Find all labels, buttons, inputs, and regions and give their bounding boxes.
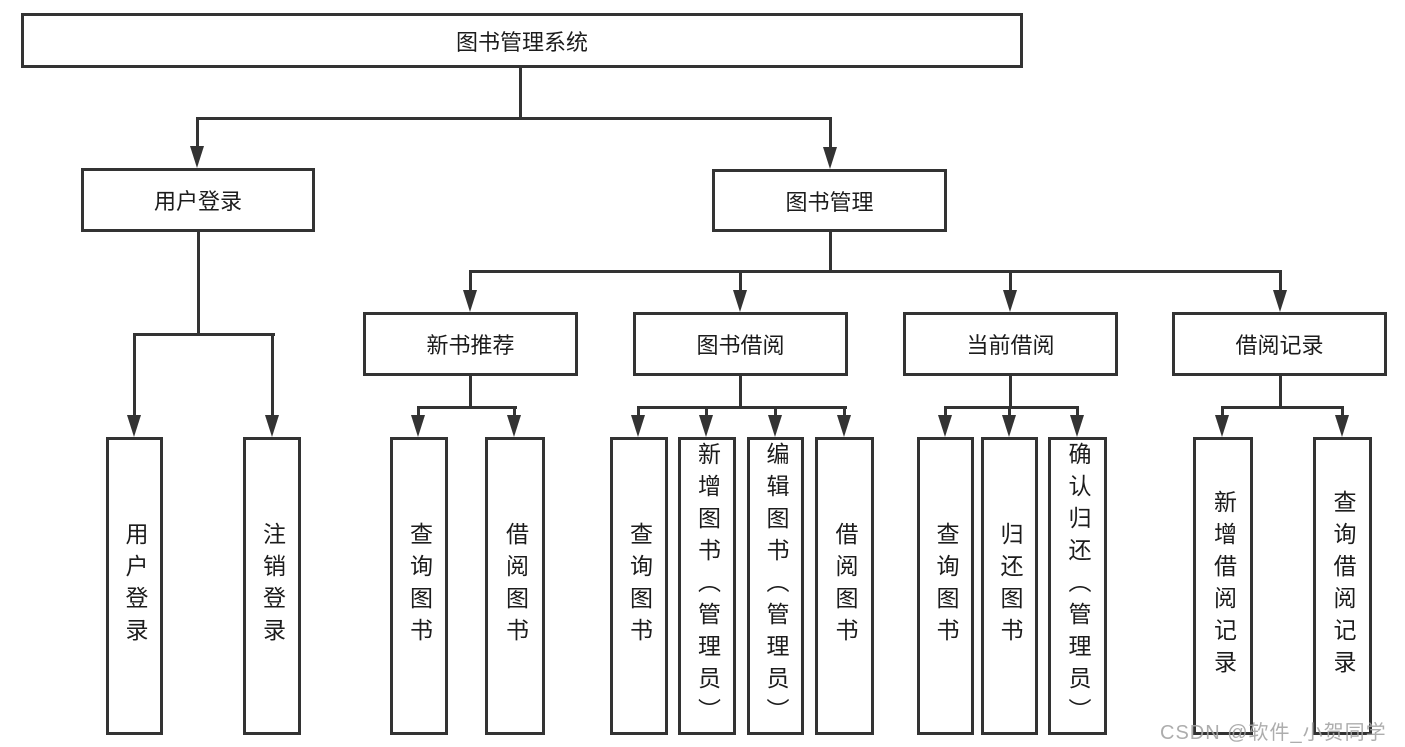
edge-borrowing-stem	[739, 374, 742, 409]
leaf-label: 编辑图书（管理员）	[763, 442, 789, 730]
arrow-down-icon	[1003, 290, 1017, 312]
edge-user-login-bus	[133, 333, 275, 336]
edge-drop-current-borrow	[1009, 270, 1012, 292]
leaf-current-query-books: 查询图书	[917, 437, 974, 735]
leaf-confirm-return-admin: 确认归还（管理员）	[1048, 437, 1107, 735]
leaf-label: 查询图书	[406, 522, 433, 650]
leaf-user-login: 用户登录	[106, 437, 163, 735]
edge-drop-borrow-records	[1279, 270, 1282, 292]
edge-drop	[774, 406, 777, 418]
edge-drop	[513, 406, 516, 418]
edge-root-bus	[196, 117, 832, 120]
node-current-borrowing: 当前借阅	[903, 312, 1118, 376]
leaf-label: 查询图书	[626, 522, 653, 650]
csdn-watermark: CSDN @软件_小贺同学	[1160, 722, 1387, 744]
arrow-down-icon	[733, 290, 747, 312]
leaf-label: 查询图书	[933, 522, 959, 650]
leaf-label: 借阅图书	[502, 522, 529, 650]
arrow-down-icon	[507, 415, 521, 437]
edge-drop-user-login	[196, 117, 199, 148]
arrow-down-icon	[265, 415, 279, 437]
edge-records-stem	[1279, 374, 1282, 409]
leaf-label: 借阅图书	[832, 522, 858, 650]
node-user-login: 用户登录	[81, 168, 315, 232]
arrow-down-icon	[1002, 415, 1016, 437]
edge-drop	[1008, 406, 1011, 418]
node-root-label: 图书管理系统	[455, 29, 588, 55]
leaf-label: 查询借阅记录	[1330, 490, 1356, 682]
node-book-management: 图书管理	[712, 169, 947, 232]
edge-drop	[705, 406, 708, 418]
edge-drop	[1341, 406, 1344, 418]
leaf-logout-label: 注销登录	[259, 522, 286, 650]
edge-drop	[417, 406, 420, 418]
arrow-down-icon	[1070, 415, 1084, 437]
edge-book-mgmt-bus	[469, 270, 1282, 273]
leaf-label: 归还图书	[997, 522, 1023, 650]
node-book-borrowing-label: 图书借阅	[696, 333, 785, 358]
node-book-borrowing: 图书借阅	[633, 312, 848, 376]
node-borrow-records-label: 借阅记录	[1235, 333, 1324, 358]
leaf-user-login-label: 用户登录	[122, 522, 148, 650]
leaf-recommend-borrow-books: 借阅图书	[485, 437, 545, 735]
arrow-down-icon	[631, 415, 645, 437]
leaf-label: 新增借阅记录	[1210, 490, 1237, 682]
edge-drop	[944, 406, 947, 418]
leaf-edit-books-admin: 编辑图书（管理员）	[747, 437, 804, 735]
arrow-down-icon	[127, 415, 141, 437]
edge-user-login-stem	[197, 230, 200, 336]
leaf-recommend-query-books: 查询图书	[390, 437, 448, 735]
edge-drop	[843, 406, 846, 418]
leaf-add-borrow-record: 新增借阅记录	[1193, 437, 1253, 735]
edge-drop-book-borrow	[739, 270, 742, 292]
node-borrow-records: 借阅记录	[1172, 312, 1387, 376]
arrow-down-icon	[699, 415, 713, 437]
node-current-borrowing-label: 当前借阅	[966, 333, 1055, 358]
arrow-down-icon	[190, 146, 204, 168]
leaf-query-borrow-record: 查询借阅记录	[1313, 437, 1372, 735]
edge-drop-new-books	[469, 270, 472, 292]
edge-drop-login	[133, 333, 136, 417]
node-new-book-recommend-label: 新书推荐	[426, 333, 515, 358]
node-new-book-recommend: 新书推荐	[363, 312, 578, 376]
leaf-label: 新增图书（管理员）	[694, 442, 721, 730]
arrow-down-icon	[768, 415, 782, 437]
edge-current-bus	[944, 406, 1079, 409]
node-user-login-label: 用户登录	[153, 189, 242, 214]
edge-records-bus	[1221, 406, 1344, 409]
node-root: 图书管理系统	[21, 13, 1023, 68]
edge-drop	[637, 406, 640, 418]
arrow-down-icon	[837, 415, 851, 437]
edge-recommend-bus	[417, 406, 517, 409]
edge-book-mgmt-stem	[829, 230, 832, 273]
leaf-borrowing-query-books: 查询图书	[610, 437, 668, 735]
edge-root-stem	[519, 66, 522, 118]
edge-recommend-stem	[469, 374, 472, 409]
edge-drop	[1076, 406, 1079, 418]
arrow-down-icon	[463, 290, 477, 312]
edge-borrowing-bus	[637, 406, 847, 409]
edge-current-stem	[1009, 374, 1012, 409]
edge-drop	[1221, 406, 1224, 418]
arrow-down-icon	[1335, 415, 1349, 437]
leaf-logout: 注销登录	[243, 437, 301, 735]
arrow-down-icon	[411, 415, 425, 437]
arrow-down-icon	[823, 147, 837, 169]
arrow-down-icon	[1273, 290, 1287, 312]
leaf-add-books-admin: 新增图书（管理员）	[678, 437, 736, 735]
leaf-label: 确认归还（管理员）	[1065, 442, 1091, 730]
edge-drop-logout	[271, 333, 274, 417]
edge-drop-book-mgmt	[829, 117, 832, 149]
leaf-return-books: 归还图书	[981, 437, 1038, 735]
arrow-down-icon	[1215, 415, 1229, 437]
node-book-management-label: 图书管理	[785, 189, 874, 215]
arrow-down-icon	[938, 415, 952, 437]
leaf-borrowing-borrow-books: 借阅图书	[815, 437, 874, 735]
